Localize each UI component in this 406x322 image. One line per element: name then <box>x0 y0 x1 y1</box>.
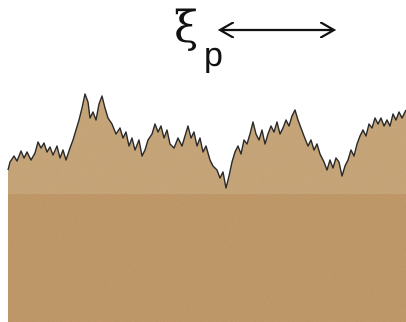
bulk-material <box>8 190 406 322</box>
surface-profile-line <box>7 93 406 189</box>
correlation-length-subscript: p <box>204 36 223 74</box>
correlation-length-symbol: ξ <box>174 2 199 53</box>
rough-surface-layer <box>8 94 406 194</box>
